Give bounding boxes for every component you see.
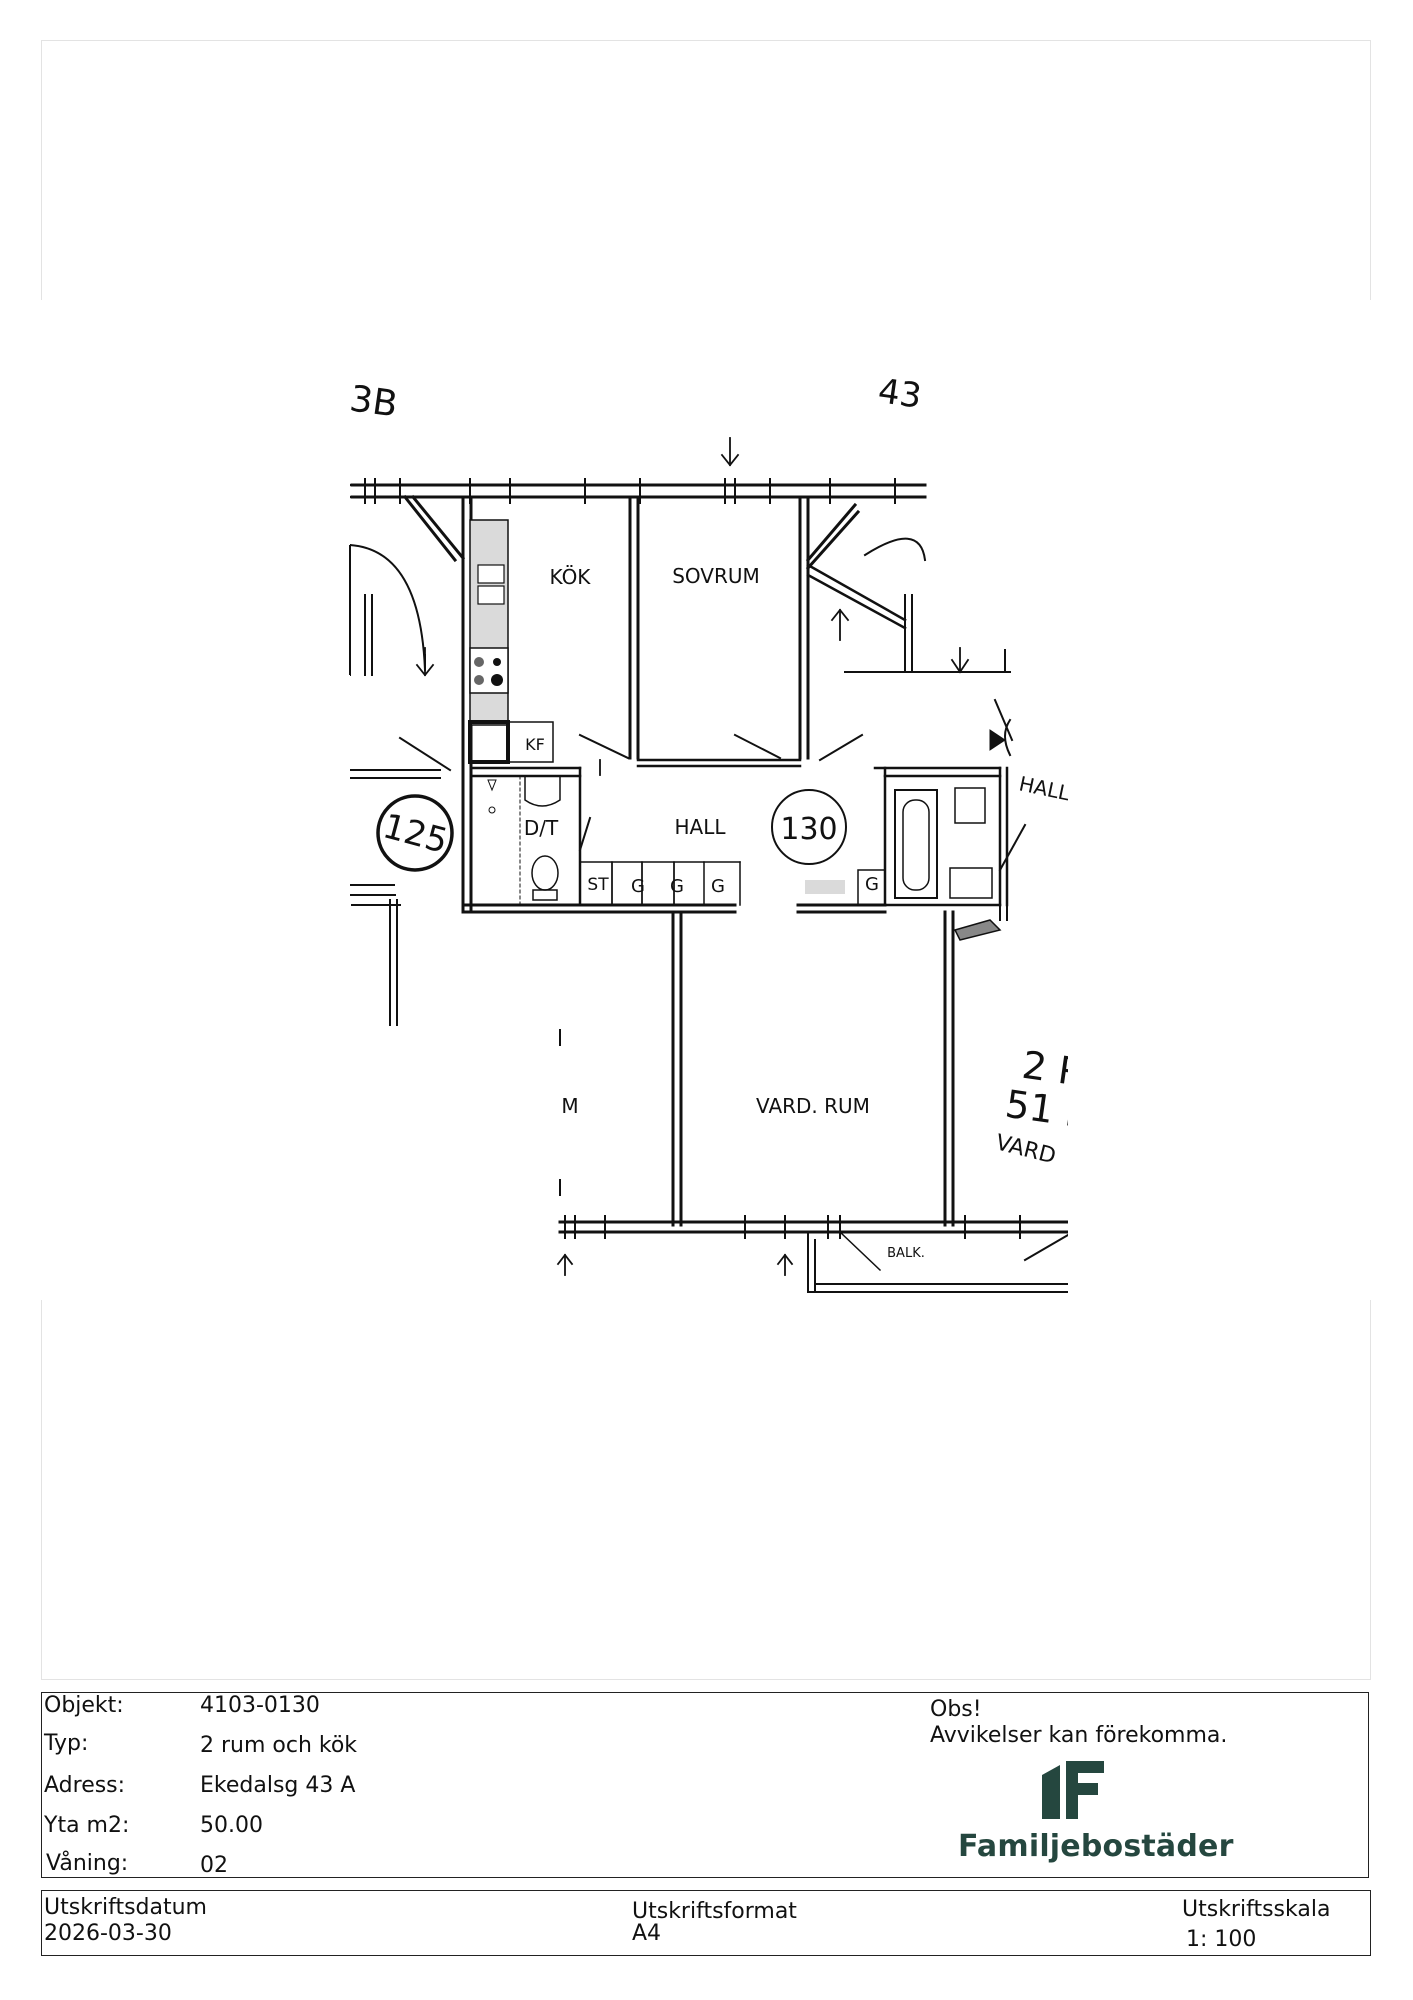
area-value: 50.00: [200, 1813, 263, 1838]
apartment-number-marker: [771, 789, 847, 865]
print-format: Utskriftsformat A4: [632, 1899, 797, 1947]
print-scale-value: 1: 100: [1186, 1927, 1257, 1952]
print-date: Utskriftsdatum 2026-03-30: [44, 1895, 207, 1947]
print-format-value: A4: [632, 1921, 662, 1946]
print-info-box: Utskriftsdatum 2026-03-30 Utskriftsforma…: [41, 1890, 1371, 1956]
building-label-left: 3B: [347, 378, 400, 425]
cupboard-label-g: G: [711, 876, 725, 897]
cupboard-label-g: G: [631, 876, 645, 897]
disclaimer-text: Avvikelser kan förekomma.: [930, 1723, 1228, 1748]
address-value: Ekedalsg 43 A: [200, 1773, 356, 1798]
building-label-right: 43: [876, 371, 924, 417]
print-scale: Utskriftsskala 1: 100: [1182, 1897, 1330, 1953]
room-label-hall: HALL: [674, 815, 726, 839]
sink-basin: [477, 564, 505, 584]
sink-basin-2: [477, 585, 505, 605]
type-label: Typ:: [44, 1731, 89, 1756]
kitchen-counter: [469, 519, 509, 726]
plan-crop-mask: [1068, 300, 1413, 1300]
disclaimer: Obs! Avvikelser kan förekomma.: [930, 1697, 1227, 1749]
brand-name: Familjebostäder: [958, 1829, 1234, 1864]
top-exterior-wall: [350, 478, 927, 504]
room-label-vardrum: VARD. RUM: [756, 1094, 870, 1118]
object-value: 4103-0130: [200, 1693, 320, 1718]
floor-value: 02: [200, 1853, 228, 1878]
floor-plan: KÖK SOVRUM KF D/T HALL ST G G G G VARD. …: [0, 300, 1413, 1300]
print-scale-label: Utskriftsskala: [1182, 1897, 1331, 1922]
familjebostader-logo-icon: [1042, 1761, 1104, 1819]
address-label: Adress:: [44, 1773, 126, 1798]
neighbour-apartment-number: 125: [379, 806, 452, 861]
neighbour-apartment-marker: [376, 794, 454, 872]
room-label-kf: KF: [525, 735, 545, 754]
area-label: Yta m2:: [44, 1813, 130, 1838]
object-label: Objekt:: [44, 1693, 124, 1718]
apartment-number: 130: [780, 812, 837, 847]
room-label-sovrum: SOVRUM: [672, 564, 760, 588]
floor-label: Våning:: [46, 1851, 129, 1876]
room-label-balk: BALK.: [887, 1246, 925, 1261]
print-date-value: 2026-03-30: [44, 1921, 172, 1946]
bathtub: [894, 789, 938, 899]
stove: [469, 647, 509, 694]
cupboard-label-st: ST: [587, 875, 609, 895]
neighbour-room-text: VARD: [993, 1130, 1058, 1169]
neighbour-hall-text: HALL: [1017, 771, 1073, 805]
type-value: 2 rum och kök: [200, 1733, 358, 1758]
plan-crop-mask-left: [0, 300, 350, 1300]
print-date-label: Utskriftsdatum: [44, 1895, 207, 1920]
cupboard-label-g: G: [670, 876, 684, 897]
room-label-dt: D/T: [524, 816, 559, 840]
room-label-m: M: [561, 1094, 578, 1118]
kf-cabinet: [468, 720, 510, 764]
print-format-label: Utskriftsformat: [632, 1899, 797, 1924]
disclaimer-title: Obs!: [930, 1697, 982, 1722]
object-info-box: Objekt: 4103-0130 Typ: 2 rum och kök Adr…: [41, 1692, 1369, 1878]
room-label-kok: KÖK: [550, 565, 592, 589]
cupboard-label-g: G: [865, 874, 879, 895]
